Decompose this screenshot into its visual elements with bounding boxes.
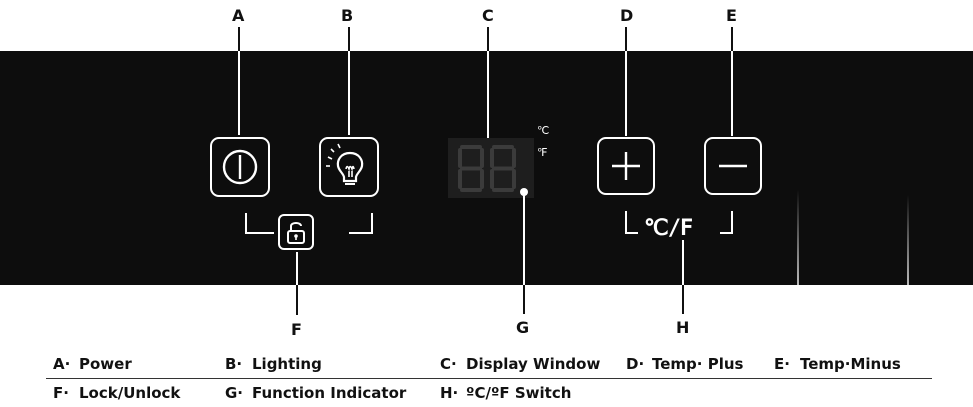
legend-label-display-window: Display Window xyxy=(466,355,601,373)
callout-a: A xyxy=(232,6,245,25)
legend-letter-f: F· xyxy=(53,384,69,402)
leader-a-inner xyxy=(238,51,240,135)
unit-fahrenheit-label: ℉ xyxy=(537,146,548,159)
leader-g-lower xyxy=(523,285,525,314)
temp-plus-button[interactable] xyxy=(597,137,655,195)
unit-celsius-label: ℃ xyxy=(537,124,550,137)
legend-letter-c: C· xyxy=(440,355,457,373)
leader-f xyxy=(296,252,298,315)
legend-letter-d: D· xyxy=(626,355,645,373)
seven-segment-digits xyxy=(458,145,516,192)
leader-b-inner xyxy=(348,51,350,135)
leader-a xyxy=(238,27,240,51)
legend-divider xyxy=(46,378,932,379)
leader-h-lower xyxy=(682,285,684,314)
callout-b: B xyxy=(341,6,354,25)
leader-c-inner xyxy=(487,51,489,138)
legend-label-function-indicator: Function Indicator xyxy=(252,384,407,402)
leader-d-inner xyxy=(625,51,627,136)
leader-g xyxy=(523,195,525,285)
panel-light-streak xyxy=(797,190,799,285)
legend-letter-a: A· xyxy=(53,355,71,373)
power-button[interactable] xyxy=(210,137,270,197)
legend-label-temp-plus: Temp· Plus xyxy=(652,355,744,373)
display-window xyxy=(448,138,534,198)
legend-letter-b: B· xyxy=(225,355,243,373)
cf-switch-label[interactable]: ℃/F xyxy=(644,216,693,241)
leader-e xyxy=(731,27,733,51)
callout-f: F xyxy=(291,320,302,339)
lock-unlock-button[interactable] xyxy=(278,214,314,250)
callout-d: D xyxy=(620,6,634,25)
panel-light-streak xyxy=(907,195,909,285)
legend-row-2: F· Lock/Unlock G· Function Indicator H· … xyxy=(0,384,973,404)
callout-g: G xyxy=(516,318,530,337)
legend-letter-h: H· xyxy=(440,384,459,402)
light-bulb-icon xyxy=(326,143,364,185)
legend-letter-e: E· xyxy=(774,355,790,373)
plus-icon xyxy=(612,152,640,180)
leader-f-lower xyxy=(296,285,298,315)
callout-h: H xyxy=(676,318,690,337)
legend-label-cf-switch: ºC/ºF Switch xyxy=(466,384,572,402)
callout-e: E xyxy=(726,6,737,25)
leader-b xyxy=(348,27,350,51)
legend-label-lock-unlock: Lock/Unlock xyxy=(79,384,181,402)
minus-icon xyxy=(719,164,747,168)
callout-c: C xyxy=(482,6,494,25)
leader-c xyxy=(487,27,489,51)
leader-h xyxy=(682,240,684,285)
legend-label-lighting: Lighting xyxy=(252,355,322,373)
lock-bracket xyxy=(245,213,373,234)
leader-d xyxy=(625,27,627,51)
power-icon xyxy=(222,149,258,185)
lighting-button[interactable] xyxy=(319,137,379,197)
leader-e-inner xyxy=(731,51,733,136)
legend-label-temp-minus: Temp·Minus xyxy=(800,355,901,373)
function-indicator-dot xyxy=(520,188,528,196)
padlock-icon xyxy=(287,222,305,244)
legend-letter-g: G· xyxy=(225,384,244,402)
temp-minus-button[interactable] xyxy=(704,137,762,195)
legend-label-power: Power xyxy=(79,355,132,373)
cf-switch-bracket xyxy=(625,211,733,234)
legend-row-1: A· Power B· Lighting C· Display Window D… xyxy=(0,355,973,375)
